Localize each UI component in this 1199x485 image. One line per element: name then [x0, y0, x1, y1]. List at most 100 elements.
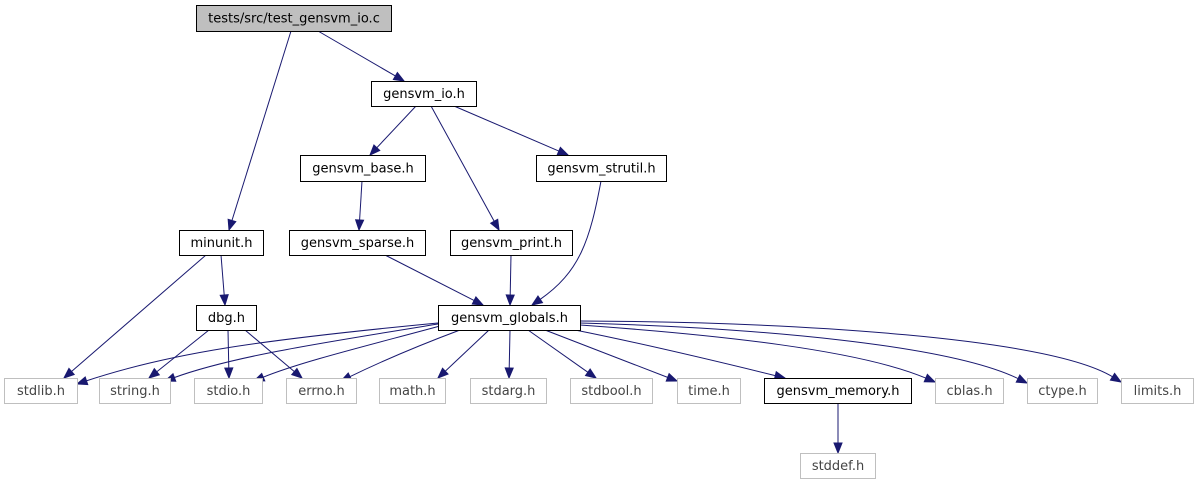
edge-line	[231, 30, 292, 222]
node-label: errno.h	[298, 384, 345, 399]
node-box	[179, 230, 264, 256]
edge-line	[509, 254, 512, 297]
edge-line	[508, 329, 511, 370]
node-box	[470, 378, 547, 404]
node-box	[194, 378, 263, 404]
edge-line	[85, 322, 439, 382]
node-box	[764, 378, 912, 404]
arrowhead-icon	[1015, 374, 1029, 384]
arrowhead-icon	[556, 146, 570, 156]
edge-line	[317, 30, 397, 77]
edge-line	[348, 329, 461, 378]
node-box	[1027, 378, 1098, 404]
node-box	[196, 305, 257, 331]
node-box	[450, 230, 573, 256]
node-box	[196, 5, 392, 32]
node-ctype-h: ctype.h	[1027, 378, 1098, 404]
edge-line	[430, 105, 496, 223]
edge-gensvm-globals-h-to-stdlib-h	[75, 322, 439, 386]
node-box	[99, 378, 171, 404]
node-gensvm-base-h[interactable]: gensvm_base.h	[300, 155, 426, 182]
node-box	[379, 378, 446, 404]
node-test-gensvm-io-c[interactable]: tests/src/test_gensvm_io.c	[196, 5, 392, 32]
arrowhead-icon	[1109, 372, 1123, 383]
node-box	[677, 378, 741, 404]
arrowhead-icon	[219, 294, 229, 307]
node-stdbool-h: stdbool.h	[570, 378, 653, 404]
edge-gensvm-io-h-to-gensvm-print-h	[430, 105, 500, 232]
edge-line	[262, 325, 441, 379]
arrowhead-icon	[504, 367, 514, 380]
edge-line	[539, 180, 602, 301]
node-box	[4, 378, 78, 404]
node-stdarg-h: stdarg.h	[470, 378, 547, 404]
edge-line	[220, 254, 225, 297]
edge-dbg-h-to-stdio-h	[224, 329, 234, 380]
edge-gensvm-globals-h-to-stdio-h	[252, 325, 441, 382]
edge-line	[579, 320, 1114, 378]
edge-gensvm-globals-h-to-stdbool-h	[527, 329, 598, 379]
node-gensvm-io-h[interactable]: gensvm_io.h	[371, 81, 477, 107]
node-label: gensvm_sparse.h	[301, 236, 415, 251]
edge-line	[579, 322, 1020, 380]
node-gensvm-globals-h[interactable]: gensvm_globals.h	[438, 305, 581, 331]
node-label: stddef.h	[812, 459, 864, 474]
edge-line	[359, 180, 363, 222]
edge-gensvm-base-h-to-gensvm-sparse-h	[354, 180, 365, 232]
node-dbg-h[interactable]: dbg.h	[196, 305, 257, 331]
edge-line	[375, 105, 417, 149]
node-gensvm-print-h[interactable]: gensvm_print.h	[450, 230, 573, 256]
node-minunit-h[interactable]: minunit.h	[179, 230, 264, 256]
arrowhead-icon	[224, 367, 234, 380]
node-gensvm-memory-h[interactable]: gensvm_memory.h	[764, 378, 912, 404]
arrowhead-icon	[62, 367, 76, 379]
node-label: dbg.h	[208, 311, 245, 326]
node-gensvm-strutil-h[interactable]: gensvm_strutil.h	[536, 155, 667, 182]
node-stdlib-h: stdlib.h	[4, 378, 78, 404]
node-gensvm-sparse-h[interactable]: gensvm_sparse.h	[289, 230, 426, 256]
arrowhead-icon	[392, 71, 406, 82]
edge-gensvm-io-h-to-gensvm-strutil-h	[453, 105, 570, 156]
node-label: stdarg.h	[482, 384, 536, 399]
edge-gensvm-strutil-h-to-gensvm-globals-h	[530, 180, 602, 306]
node-string-h: string.h	[99, 378, 171, 404]
edge-minunit-h-to-dbg-h	[219, 254, 229, 307]
edge-gensvm-sparse-h-to-gensvm-globals-h	[384, 254, 485, 306]
edge-gensvm-globals-h-to-gensvm-memory-h	[574, 329, 787, 381]
edge-gensvm-globals-h-to-stdarg-h	[504, 329, 514, 380]
edge-test-gensvm-io-c-to-minunit-h	[227, 30, 292, 232]
edge-line	[574, 329, 777, 377]
edge-gensvm-globals-h-to-math-h	[437, 329, 490, 379]
node-label: tests/src/test_gensvm_io.c	[208, 12, 380, 27]
node-label: gensvm_memory.h	[777, 384, 900, 399]
node-errno-h: errno.h	[286, 378, 357, 404]
arrowhead-icon	[530, 295, 544, 306]
node-box	[1121, 378, 1194, 404]
edges-layer	[62, 30, 1123, 455]
arrowhead-icon	[471, 296, 485, 306]
arrowhead-icon	[437, 367, 449, 379]
node-label: gensvm_io.h	[383, 87, 465, 102]
node-label: gensvm_strutil.h	[547, 162, 655, 177]
arrowhead-icon	[75, 376, 89, 386]
node-time-h: time.h	[677, 378, 741, 404]
edge-line	[244, 329, 296, 373]
edge-gensvm-globals-h-to-cblas-h	[579, 324, 937, 383]
node-stdio-h: stdio.h	[194, 378, 263, 404]
node-box	[300, 155, 426, 182]
node-limits-h: limits.h	[1121, 378, 1194, 404]
node-label: gensvm_base.h	[312, 162, 413, 177]
edge-gensvm-io-h-to-gensvm-base-h	[369, 105, 417, 156]
edge-dbg-h-to-errno-h	[244, 329, 304, 379]
edge-line	[70, 254, 207, 373]
edge-line	[453, 105, 560, 152]
edge-gensvm-print-h-to-gensvm-globals-h	[505, 254, 515, 307]
arrowhead-icon	[584, 368, 598, 379]
node-label: stdio.h	[207, 384, 251, 399]
node-label: gensvm_globals.h	[451, 311, 568, 326]
nodes-layer: tests/src/test_gensvm_io.c gensvm_io.hgen…	[4, 5, 1194, 479]
node-cblas-h: cblas.h	[935, 378, 1004, 404]
node-box	[286, 378, 357, 404]
arrowhead-icon	[505, 294, 515, 307]
node-box	[289, 230, 426, 256]
